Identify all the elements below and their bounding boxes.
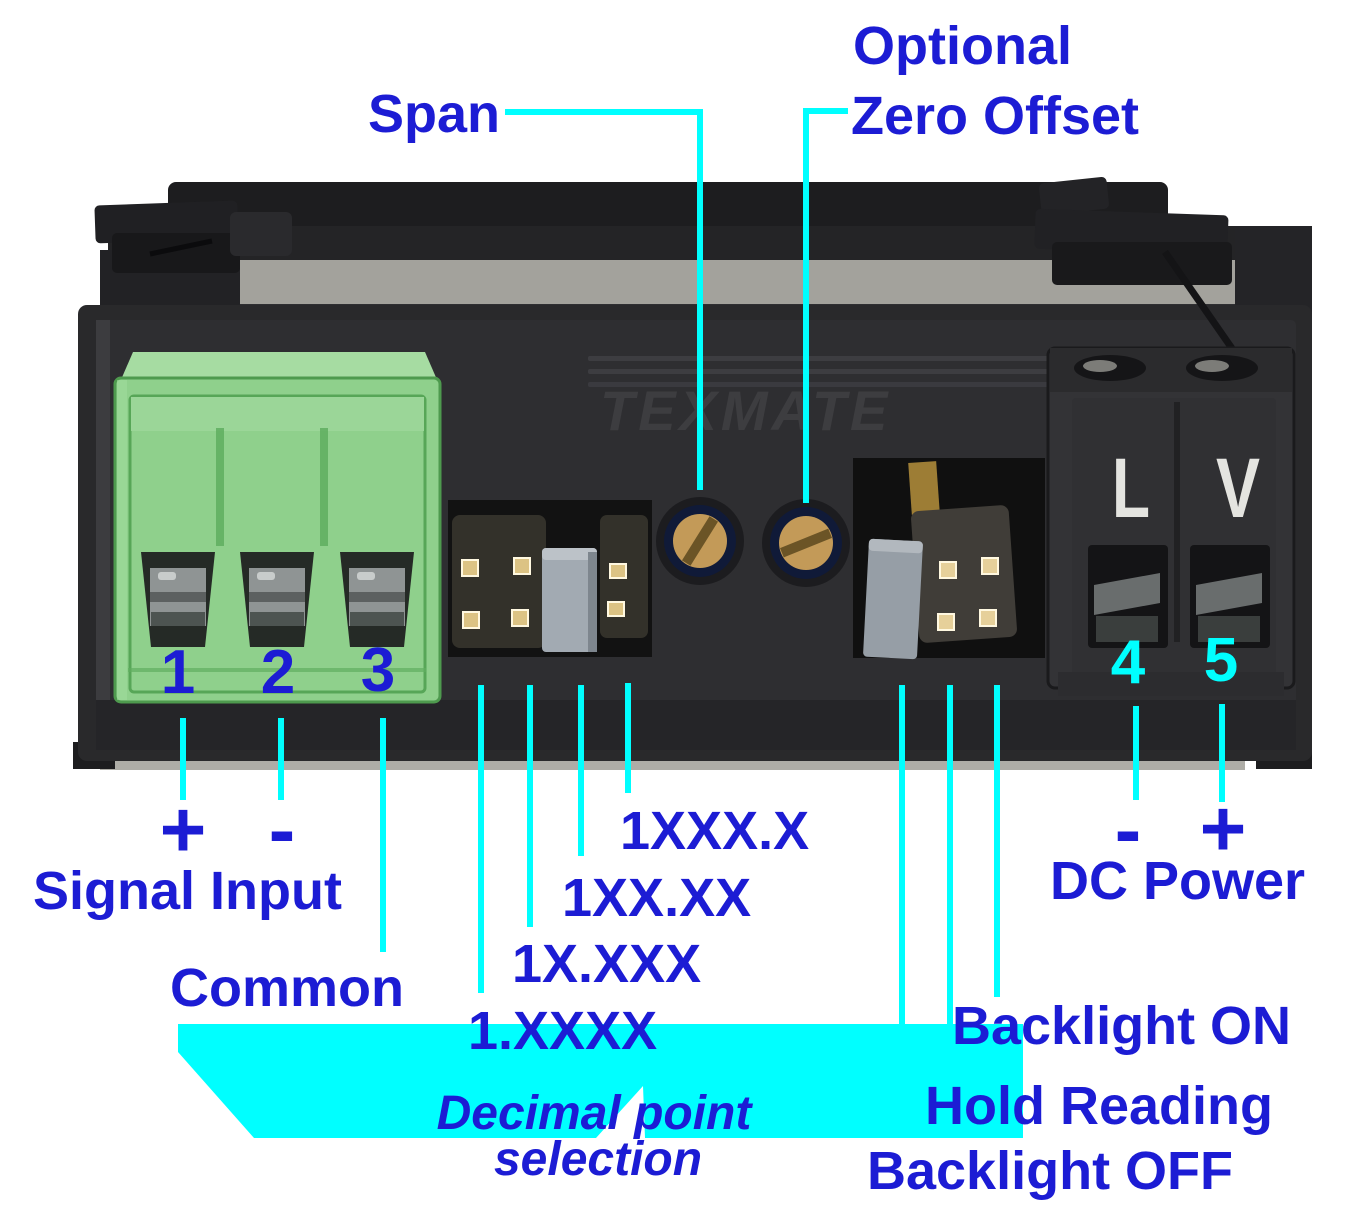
terminal-number-4: 4 <box>1110 628 1146 697</box>
backlight-off-label: Backlight OFF <box>867 1141 1234 1201</box>
screw-terminal-2 <box>240 552 314 647</box>
divider-groove-2 <box>320 428 328 546</box>
terminal-number-2: 2 <box>260 638 296 707</box>
screw-terminal-3 <box>340 552 414 647</box>
screw-terminal-1 <box>141 552 215 647</box>
jumper-cap-option <box>863 538 923 660</box>
hold-reading-label: Hold Reading <box>925 1076 1273 1136</box>
band-notch <box>596 1086 645 1138</box>
decimal-option-1xxxx4: 1.XXXX <box>468 1001 658 1061</box>
callout-lines <box>180 108 1225 1030</box>
span-potentiometer <box>656 497 744 585</box>
brand-text: TEXMATE <box>600 379 891 442</box>
mounting-clip-right <box>1034 177 1293 434</box>
terminal-number-5: 5 <box>1203 626 1239 695</box>
terminal-l-marking: L <box>1112 441 1150 535</box>
terminal-number-3: 3 <box>360 636 396 705</box>
divider-groove-1 <box>216 428 224 546</box>
common-label: Common <box>170 958 404 1018</box>
body-left-bevel <box>96 320 110 747</box>
dc-plus-sign: + <box>1199 784 1247 873</box>
green-block-top-face <box>120 352 438 382</box>
signal-input-label: Signal Input <box>33 861 342 921</box>
brand-emboss: TEXMATE <box>588 356 1192 442</box>
top-bar <box>168 182 1168 230</box>
option-jumper-header <box>853 458 1045 660</box>
zero-offset-callout-line <box>803 108 848 503</box>
zero-offset-label: Zero Offset <box>851 86 1140 146</box>
span-label: Span <box>368 84 501 144</box>
highlight-band <box>178 1024 1023 1138</box>
wire-hole-5 <box>1190 545 1270 648</box>
signal-minus-sign: - <box>268 785 296 874</box>
zero-potentiometer <box>762 499 850 587</box>
span-callout-line <box>505 109 703 490</box>
terminal-number-1: 1 <box>160 638 196 707</box>
backlight-on-label: Backlight ON <box>952 996 1292 1056</box>
optional-label: Optional <box>853 16 1072 76</box>
jumper-cap-decimal <box>542 548 597 652</box>
signal-terminal-block <box>113 352 442 704</box>
decimal-option-1xxxx2: 1XX.XX <box>562 868 752 928</box>
dc-power-label: DC Power <box>1050 851 1306 911</box>
upper-right-corner <box>1235 226 1312 318</box>
wire-hole-4 <box>1088 545 1168 648</box>
terminal-v-marking: V <box>1216 441 1260 535</box>
decimal-option-1xxxx: 1XXX.X <box>620 801 810 861</box>
signal-plus-sign: + <box>159 785 207 874</box>
dc-minus-sign: - <box>1114 785 1142 874</box>
decimal-point-caption-line1: Decimal point <box>436 1087 752 1140</box>
decimal-point-caption-line2: selection <box>493 1133 703 1186</box>
power-terminal-block: L V <box>1046 346 1296 696</box>
decimal-option-1xxxx3: 1X.XXX <box>512 934 702 994</box>
decimal-jumper-header <box>448 500 652 657</box>
body-bottom-rail <box>96 700 1296 750</box>
mounting-clip-left <box>94 200 292 273</box>
